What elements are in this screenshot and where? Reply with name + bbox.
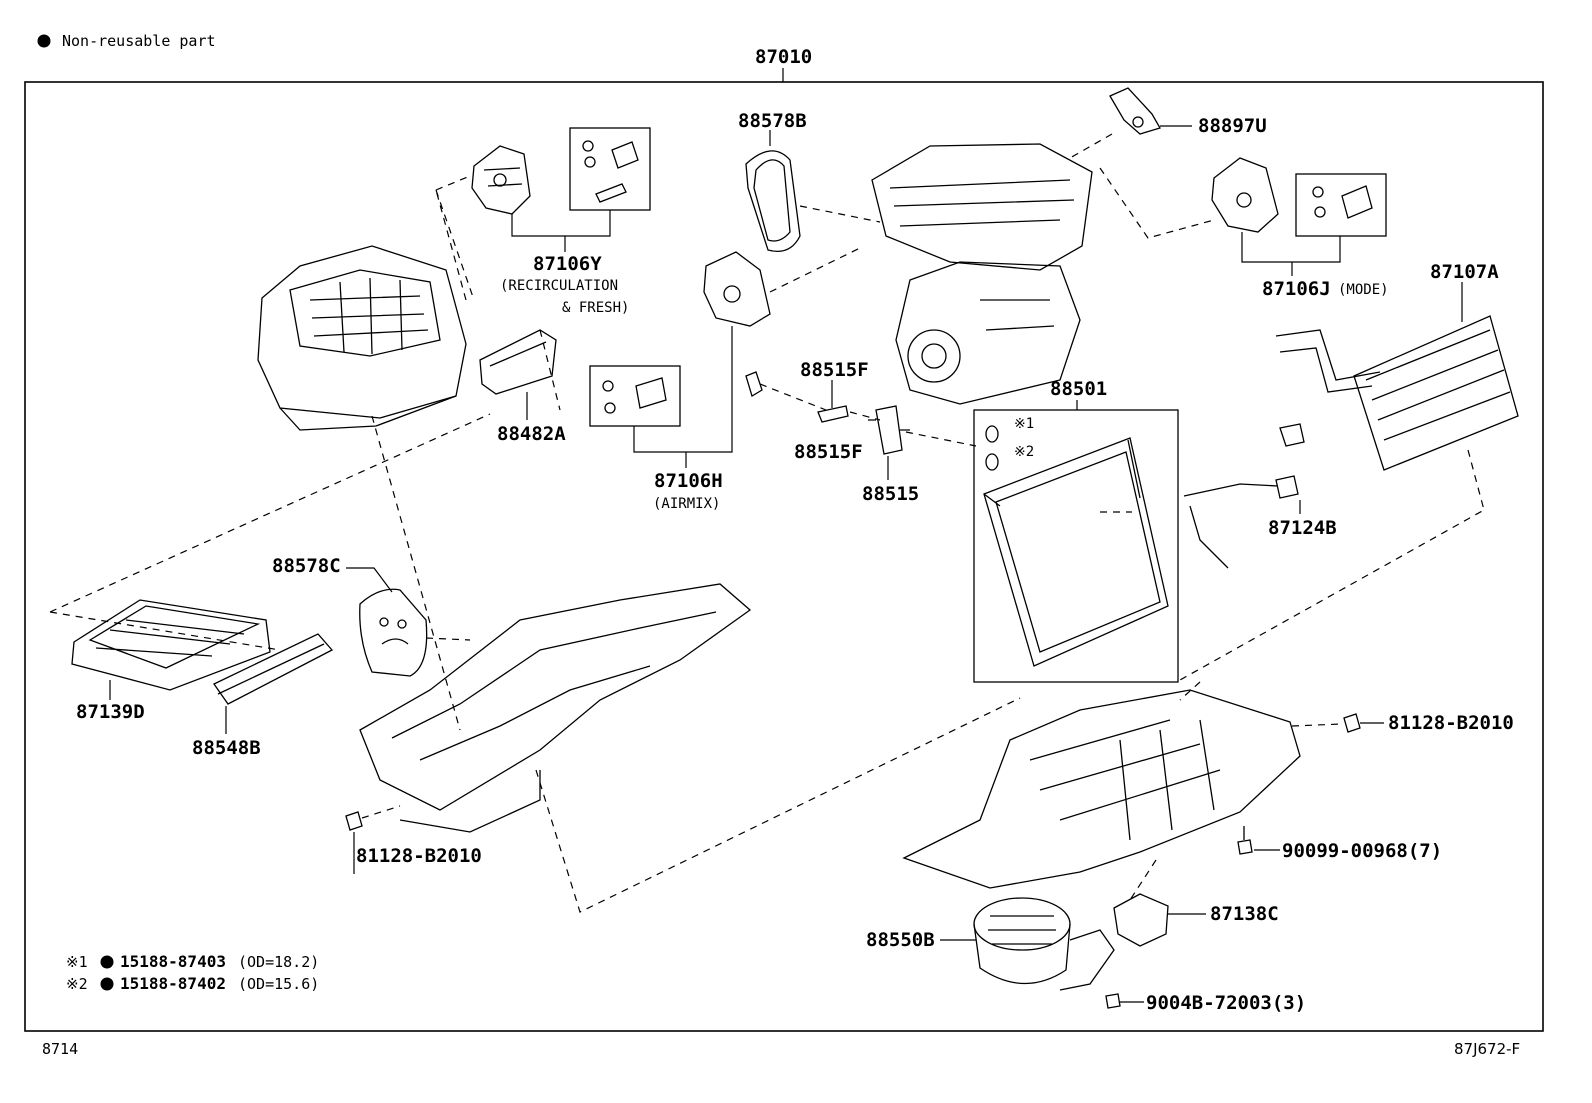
sensor-87124b-drawing: [1183, 423, 1305, 569]
screw-set-87106j-drawing: [1312, 185, 1373, 219]
sensor-88897u-drawing: [1109, 87, 1161, 135]
part-label-88515f-lower[interactable]: 88515F: [794, 441, 863, 463]
kit-box-87106j: [1295, 173, 1387, 237]
part-desc-87106y-line1: (RECIRCULATION: [500, 278, 618, 294]
evaporator-88501-drawing: [983, 437, 1169, 667]
part-label-88578b[interactable]: 88578B: [738, 110, 807, 132]
part-label-88515[interactable]: 88515: [862, 483, 919, 505]
o-ring-mark-1: ※1: [1014, 416, 1034, 432]
part-label-88515f-upper[interactable]: 88515F: [800, 359, 869, 381]
part-label-81128-left[interactable]: 81128-B2010: [356, 845, 482, 867]
part-label-9004b[interactable]: 9004B-72003(3): [1146, 992, 1306, 1014]
part-label-87107a[interactable]: 87107A: [1430, 261, 1499, 283]
non-reusable-bullet-icon: [37, 34, 51, 48]
part-label-87106j[interactable]: 87106J: [1262, 278, 1331, 300]
clip-81128-right-drawing: [1343, 713, 1361, 733]
lower-case-right-drawing: [902, 689, 1301, 889]
part-desc-87106y-line2: & FRESH): [562, 300, 629, 316]
packing-88482a-drawing: [479, 329, 557, 395]
part-desc-87106j: (MODE): [1338, 282, 1389, 298]
screw-90099-drawing: [1237, 826, 1253, 855]
kit-box-88501: [973, 409, 1179, 683]
part-label-87124b[interactable]: 87124B: [1268, 517, 1337, 539]
damper-servo-87106h-drawing: [703, 251, 771, 327]
o-ring-mark-2: ※2: [1014, 444, 1034, 460]
part-label-88578c[interactable]: 88578C: [272, 555, 341, 577]
note2-part[interactable]: 15188-87402: [120, 974, 226, 993]
note2-mark: ※2: [66, 975, 88, 993]
part-label-88550b[interactable]: 88550B: [866, 929, 935, 951]
part-label-88501[interactable]: 88501: [1050, 378, 1107, 400]
blower-motor-88550b-drawing: [973, 897, 1115, 991]
damper-servo-87106j-drawing: [1211, 157, 1279, 233]
damper-servo-87106y-drawing: [471, 145, 531, 215]
part-label-87138c[interactable]: 87138C: [1210, 903, 1279, 925]
kit-box-87106h: [589, 365, 681, 427]
part-label-87106y[interactable]: 87106Y: [533, 253, 602, 275]
note1-detail: (OD=18.2): [238, 953, 319, 971]
part-label-88897u[interactable]: 88897U: [1198, 115, 1267, 137]
part-label-87106h[interactable]: 87106H: [654, 470, 723, 492]
packing-88578c-drawing: [359, 588, 428, 677]
non-reusable-label: Non-reusable part: [62, 32, 216, 50]
assembly-frame: [24, 81, 1544, 1032]
packing-88578b-drawing: [745, 150, 801, 253]
resistor-87138c-drawing: [1113, 893, 1169, 947]
heater-core-87107a-drawing: [1275, 315, 1519, 471]
expansion-valve-88515-drawing: [868, 405, 910, 455]
upper-case-left-drawing: [257, 245, 467, 431]
screw-set-87106h-drawing: [602, 377, 667, 414]
part-label-81128-right[interactable]: 81128-B2010: [1388, 712, 1514, 734]
note1-part[interactable]: 15188-87403: [120, 952, 226, 971]
part-desc-87106h: (AIRMIX): [653, 496, 720, 512]
part-label-88482a[interactable]: 88482A: [497, 423, 566, 445]
o-ring-drawing: [985, 425, 999, 471]
part-label-88548b[interactable]: 88548B: [192, 737, 261, 759]
note2-detail: (OD=15.6): [238, 975, 319, 993]
screw-set-87106y-drawing: [582, 140, 639, 203]
note1-mark: ※1: [66, 953, 88, 971]
clip-81128-left-drawing: [345, 811, 363, 831]
screw-9004b-drawing: [1105, 993, 1121, 1009]
upper-case-center-drawing: [871, 143, 1093, 405]
filter-87139d-drawing: [71, 599, 271, 691]
note1-bullet-icon: [100, 955, 114, 969]
part-label-87010[interactable]: 87010: [755, 46, 812, 68]
part-label-87139d[interactable]: 87139D: [76, 701, 145, 723]
footer-right-code: 87J672-F: [1454, 1040, 1520, 1058]
note2-bullet-icon: [100, 977, 114, 991]
lower-case-left-drawing: [359, 583, 752, 833]
filter-frame-88548b-drawing: [213, 633, 334, 705]
clip-88515f-drawing: [745, 371, 849, 423]
footer-left-code: 8714: [42, 1040, 78, 1058]
part-label-90099[interactable]: 90099-00968(7): [1282, 840, 1442, 862]
